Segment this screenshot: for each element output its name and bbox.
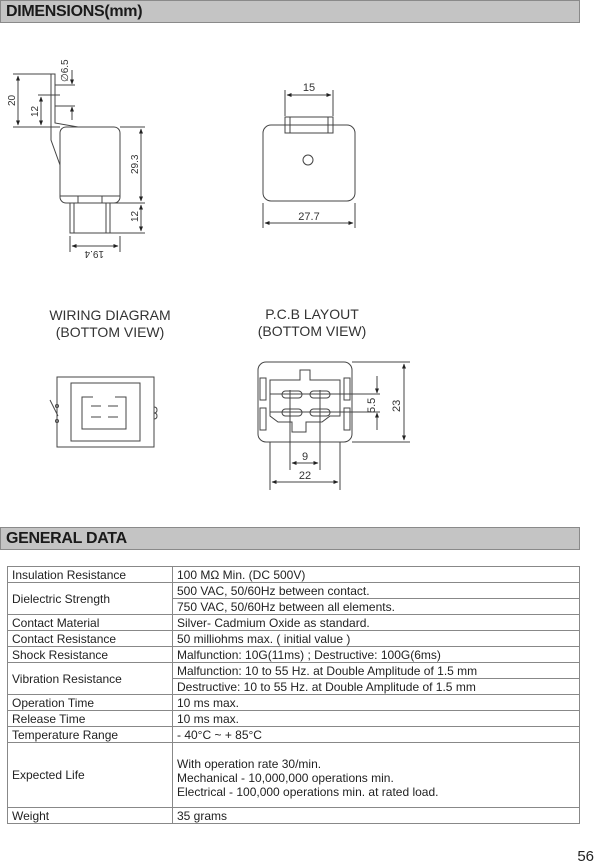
wiring-diagram-caption: WIRING DIAGRAM (BOTTOM VIEW) (30, 307, 190, 341)
general-data-header: GENERAL DATA (0, 527, 580, 550)
dim-29-3: 29.3 (130, 154, 141, 174)
dim-20: 20 (7, 94, 18, 106)
dimensions-header: DIMENSIONS(mm) (0, 0, 580, 23)
wiring-diagram (49, 376, 158, 448)
spec-label: Vibration Resistance (7, 662, 173, 695)
spec-label: Insulation Resistance (7, 566, 173, 583)
top-view-drawing (262, 90, 356, 228)
page-number: 56 (577, 848, 594, 865)
wiring-subtitle: (BOTTOM VIEW) (55, 324, 165, 340)
spec-label: Shock Resistance (7, 646, 173, 663)
spec-value: Malfunction: 10 to 55 Hz. at Double Ampl… (172, 662, 580, 679)
dim-23: 23 (391, 400, 403, 412)
general-data-title: GENERAL DATA (6, 530, 127, 547)
side-view-drawing (13, 70, 145, 252)
dim-9: 9 (302, 451, 308, 463)
spec-value: 35 grams (172, 807, 580, 824)
spec-label: Release Time (7, 710, 173, 727)
dim-12-bottom: 12 (130, 210, 141, 222)
pcb-subtitle: (BOTTOM VIEW) (257, 323, 367, 339)
spec-value-line: Mechanical - 10,000,000 operations min. (177, 771, 394, 785)
spec-value: 750 VAC, 50/60Hz between all elements. (172, 598, 580, 615)
spec-value: Malfunction: 10G(11ms) ; Destructive: 10… (172, 646, 580, 663)
spec-value: 50 milliohms max. ( initial value ) (172, 630, 580, 647)
spec-value: Destructive: 10 to 55 Hz. at Double Ampl… (172, 678, 580, 695)
table-row: Temperature Range- 40°C ~ + 85°C (7, 726, 580, 743)
spec-value-line: With operation rate 30/min. (177, 757, 322, 771)
dim-27-7: 27.7 (298, 211, 319, 223)
dim-22: 22 (299, 470, 311, 482)
spec-value: - 40°C ~ + 85°C (172, 726, 580, 743)
pcb-layout-drawing (257, 361, 410, 490)
spec-value: With operation rate 30/min.Mechanical - … (172, 742, 580, 808)
dimensions-title: DIMENSIONS(mm) (6, 3, 143, 20)
spec-value-line: Electrical - 100,000 operations min. at … (177, 785, 439, 799)
spec-label: Temperature Range (7, 726, 173, 743)
dim-12-top: 12 (30, 105, 41, 117)
spec-value: 500 VAC, 50/60Hz between contact. (172, 582, 580, 599)
dimension-drawings: ∅6.5 20 12 29.3 12 19.4 15 27.7 (7, 59, 410, 490)
spec-label: Dielectric Strength (7, 582, 173, 615)
spec-value: 10 ms max. (172, 694, 580, 711)
spec-label: Operation Time (7, 694, 173, 711)
spec-value: 100 MΩ Min. (DC 500V) (172, 566, 580, 583)
pcb-title: P.C.B LAYOUT (265, 306, 359, 322)
spec-label: Contact Material (7, 614, 173, 631)
dim-15: 15 (303, 82, 315, 94)
spec-value: 10 ms max. (172, 710, 580, 727)
dim-5-5: 5.5 (366, 398, 378, 413)
dim-19-4: 19.4 (84, 248, 104, 259)
wiring-title: WIRING DIAGRAM (49, 307, 171, 323)
spec-label: Expected Life (7, 742, 173, 808)
pcb-layout-caption: P.C.B LAYOUT (BOTTOM VIEW) (232, 306, 392, 340)
spec-label: Contact Resistance (7, 630, 173, 647)
spec-label: Weight (7, 807, 173, 824)
spec-value: Silver- Cadmium Oxide as standard. (172, 614, 580, 631)
dim-diameter: ∅6.5 (60, 59, 71, 82)
